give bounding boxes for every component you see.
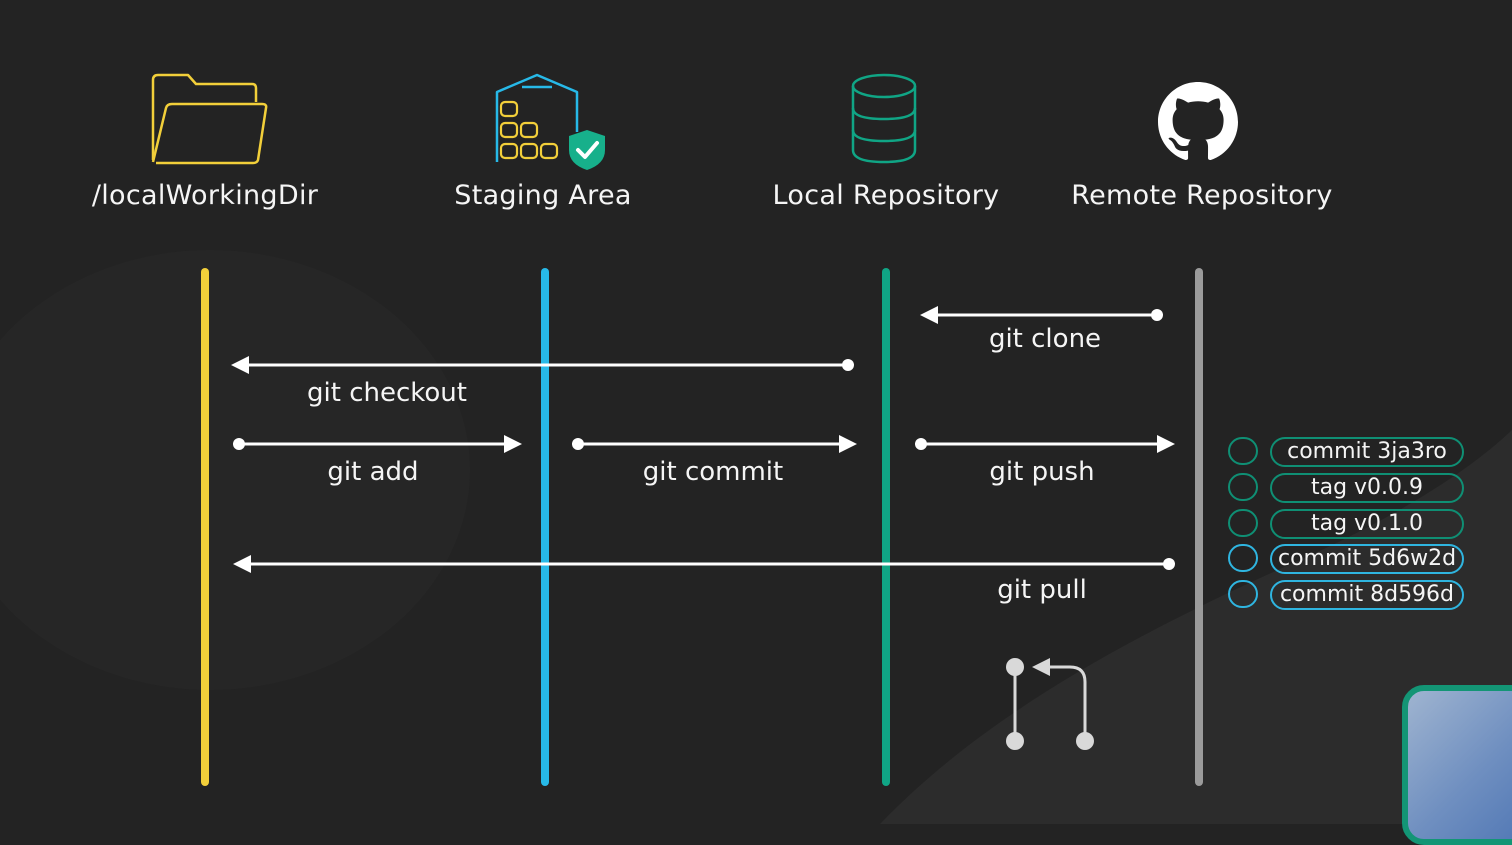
lane-line-staging-area	[541, 268, 549, 786]
pull-request-icon	[1006, 658, 1094, 750]
remote-item-label: tag v0.1.0	[1270, 509, 1464, 539]
git-push-label: git push	[989, 457, 1095, 487]
remote-item-label: commit 3ja3ro	[1270, 437, 1464, 467]
git-pull-label: git pull	[997, 575, 1087, 605]
git-workflow-diagram: /localWorkingDir Staging Area Local Repo…	[91, 73, 1512, 845]
remote-item-label: commit 8d596d	[1270, 580, 1464, 610]
github-icon	[1158, 82, 1238, 161]
git-commit-label: git commit	[642, 457, 784, 487]
remote-item-dot	[1228, 580, 1258, 608]
git-checkout-label: git checkout	[307, 378, 467, 408]
arrows-layer	[231, 306, 1175, 573]
remote-item-dot	[1228, 544, 1258, 572]
git-add-arrow	[233, 435, 522, 453]
lane-label-staging-area: Staging Area	[454, 180, 632, 211]
git-push-arrow	[915, 435, 1175, 453]
lane-label-local-repository: Local Repository	[772, 180, 1000, 211]
remote-item-label: commit 5d6w2d	[1270, 544, 1464, 574]
git-clone-label: git clone	[988, 324, 1102, 354]
folder-icon	[151, 73, 268, 165]
database-icon	[851, 73, 917, 164]
git-pull-arrow	[233, 555, 1175, 573]
remote-item-label: tag v0.0.9	[1270, 473, 1464, 503]
remote-item-dot	[1228, 437, 1258, 465]
corner-video-card	[1402, 685, 1512, 845]
lane-label-working-dir: /localWorkingDir	[91, 180, 319, 211]
git-checkout-arrow	[231, 356, 854, 374]
git-commit-arrow	[572, 435, 857, 453]
remote-item-dot	[1228, 473, 1258, 501]
lane-line-remote-repository	[1195, 268, 1203, 786]
git-clone-arrow	[920, 306, 1163, 324]
lane-line-working-dir	[201, 268, 209, 786]
remote-item-dot	[1228, 509, 1258, 537]
lane-label-remote-repository: Remote Repository	[1071, 180, 1333, 211]
git-add-label: git add	[327, 457, 419, 487]
staging-box-icon	[495, 73, 605, 170]
lane-line-local-repository	[882, 268, 890, 786]
